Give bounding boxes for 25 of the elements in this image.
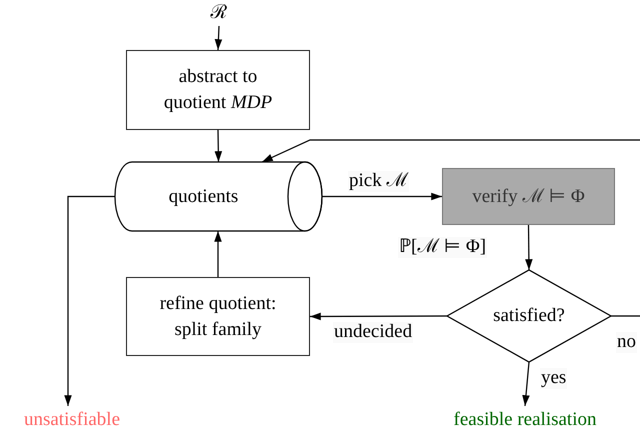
node-label: satisfied? (493, 304, 565, 328)
node-label: abstract to quotient MDP (162, 65, 274, 115)
arrow (522, 362, 530, 406)
node-label: verify ℳ ⊨ Φ (472, 184, 585, 209)
arrow (214, 26, 222, 50)
edge-label: no (616, 332, 637, 353)
edge-label: yes (540, 368, 568, 389)
process-box (126, 50, 310, 130)
arrow (322, 192, 442, 200)
edge-label: ℙ[ℳ ⊨ Φ] (398, 237, 488, 258)
arrow (262, 139, 640, 163)
arrow (64, 196, 115, 406)
arrow (214, 231, 222, 277)
arrow (310, 312, 447, 320)
process-box (442, 168, 615, 225)
node-label: quotients (168, 184, 238, 209)
edge-label: undecided (333, 322, 414, 343)
arrow (525, 225, 533, 270)
edge-label: pick ℳ (348, 171, 410, 192)
arrow (214, 130, 222, 162)
input-symbol: ℛ (205, 0, 233, 26)
result-text: unsatisfiable (8, 406, 136, 434)
result-text: feasible realisation (430, 406, 620, 434)
node-label: refine quotient: split family (158, 292, 278, 342)
process-box (126, 277, 310, 356)
